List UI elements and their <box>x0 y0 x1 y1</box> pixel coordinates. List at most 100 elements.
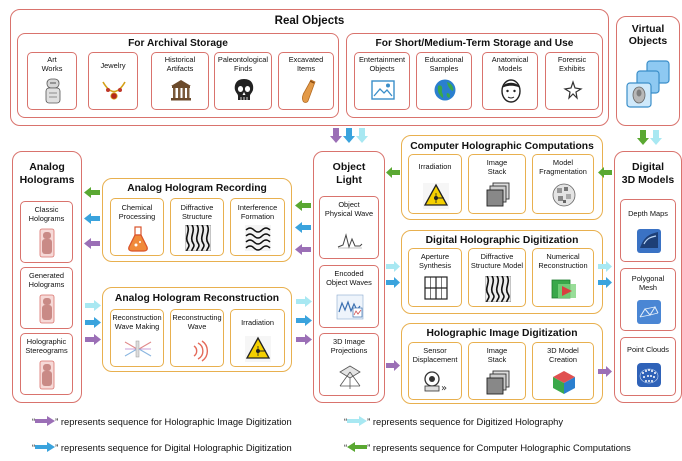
forensic-exhibits-label: Forensic Exhibits <box>557 55 587 73</box>
legend-quote-open: “ <box>32 416 36 427</box>
mesh-icon <box>637 300 661 324</box>
legend-text: represents sequence for Holographic Imag… <box>58 416 292 427</box>
legend-item-digital-holographic-digitization: “ ” represents sequence for Digital Holog… <box>32 442 292 453</box>
educational-samples-label: Educational Samples <box>424 55 464 73</box>
3d-image-projections-label: 3D Image Projections <box>330 337 368 355</box>
picture-icon <box>371 80 395 100</box>
reconstruction-icon <box>551 279 576 299</box>
generated-holograms-card: Generated Holograms <box>20 267 73 329</box>
model-fragmentation-label: Model Fragmentation <box>539 158 587 176</box>
numerical-reconstruction-label: Numerical Reconstruction <box>538 252 588 270</box>
legend-quote-close: ” <box>55 416 59 427</box>
temple-icon <box>171 80 191 101</box>
arrow-blue-right <box>85 317 101 328</box>
interference-formation-card: Interference Formation <box>230 198 285 256</box>
holographic-image-digitization-title: Holographic Image Digitization <box>426 328 578 339</box>
entertainment-objects-card: Entertainment Objects <box>354 52 410 110</box>
3d-model-creation-label: 3D Model Creation <box>547 346 579 364</box>
legend-purple-arrow-icon <box>35 416 56 426</box>
jewelry-card: Jewelry <box>88 52 138 110</box>
image-stack-comp-card: Image Stack <box>468 154 526 214</box>
classic-holograms-label: Classic Holograms <box>28 205 65 223</box>
laser-icon <box>245 336 271 362</box>
encoded-wave-icon <box>336 294 364 320</box>
arrow-green-down <box>637 130 649 145</box>
irradiation-comp-label: Irradiation <box>418 162 452 171</box>
object-physical-wave-label: Object Physical Wave <box>324 200 374 218</box>
statue-icon <box>45 78 61 104</box>
legend-text: represents sequence for Computer Hologra… <box>370 442 631 453</box>
real-objects-title: Real Objects <box>274 15 345 27</box>
reconstructing-wave-label: Reconstructing Wave <box>172 313 222 331</box>
anatomical-models-card: Anatomical Models <box>482 52 538 110</box>
depth-maps-label: Depth Maps <box>628 209 668 218</box>
arrow-green-left <box>84 187 100 198</box>
legend-item-holographic-image-digitization: “ ” represents sequence for Holographic I… <box>32 416 292 427</box>
interference-formation-label: Interference Formation <box>237 203 278 221</box>
chemical-processing-card: Chemical Processing <box>110 198 164 256</box>
sensor-displacement-card: Sensor Displacement » <box>408 342 462 400</box>
fragment-icon <box>552 183 576 207</box>
historical-artifacts-label: Historical Artifacts <box>164 55 196 73</box>
projection-icon <box>339 365 361 389</box>
arrow-purple-down <box>330 128 342 143</box>
arrow-blue-right <box>598 277 612 288</box>
arrow-blue-right <box>386 277 400 288</box>
depth-maps-card: Depth Maps <box>620 199 676 262</box>
legend-blue-arrow-icon <box>35 442 56 452</box>
arrow-cyan-right <box>386 261 400 272</box>
arrow-blue-right <box>296 315 312 326</box>
arrow-green-left <box>386 167 400 178</box>
polygonal-mesh-card: Polygonal Mesh <box>620 268 676 331</box>
legend-quote-close: ” <box>367 416 371 427</box>
model-fragmentation-card: Model Fragmentation <box>532 154 594 214</box>
cube-icon <box>553 371 575 394</box>
anatomical-models-label: Anatomical Models <box>491 55 529 73</box>
arrow-green-left <box>598 167 612 178</box>
wave-icon <box>193 340 208 362</box>
point-cloud-icon <box>637 363 661 387</box>
image-stack-digitization-card: Image Stack <box>468 342 526 400</box>
interference-icon <box>245 225 271 251</box>
flask-icon <box>128 226 148 252</box>
arrow-purple-right <box>296 334 312 345</box>
art-works-card: Art Works <box>27 52 77 110</box>
face-icon <box>501 79 521 103</box>
virtual-objects-title: Virtual Objects <box>628 23 668 47</box>
fingerprint-icon <box>563 80 583 100</box>
encoded-object-waves-card: Encoded Object Waves <box>319 265 379 328</box>
arrow-blue-left <box>295 222 311 233</box>
historical-artifacts-card: Historical Artifacts <box>151 52 209 110</box>
globe-icon <box>434 79 456 101</box>
polygonal-mesh-label: Polygonal Mesh <box>631 274 665 292</box>
legend-text: represents sequence for Digitized Hologr… <box>370 416 564 427</box>
legend-quote-close: ” <box>55 442 59 453</box>
encoded-object-waves-label: Encoded Object Waves <box>326 269 372 287</box>
legend-text: represents sequence for Digital Holograp… <box>58 442 292 453</box>
legend-item-digitized-holography: “” represents sequence for Digitized Hol… <box>344 416 563 427</box>
digital-holographic-digitization-title: Digital Holographic Digitization <box>425 235 579 246</box>
arrow-purple-left <box>295 244 311 255</box>
digital-3d-models-title: Digital 3D Models <box>621 161 675 186</box>
arrow-blue-left <box>84 213 100 224</box>
legend-quote-open: “ <box>32 442 36 453</box>
wave-chart-icon <box>336 227 364 251</box>
arrow-purple-right <box>85 334 101 345</box>
analog-holograms-title: Analog Holograms <box>19 161 75 186</box>
forensic-exhibits-card: Forensic Exhibits <box>545 52 599 110</box>
hologram-statue-icon <box>39 360 55 390</box>
excavated-items-label: Excavated Items <box>288 55 324 73</box>
arrow-purple-right <box>386 360 400 371</box>
short-term-storage-title: For Short/Medium-Term Storage and Use <box>375 38 574 49</box>
art-works-label: Art Works <box>41 55 63 73</box>
holographic-stereograms-label: Holographic Stereograms <box>25 337 68 355</box>
legend-cyan-arrow-icon <box>347 416 368 426</box>
arrow-cyan-down <box>356 128 368 143</box>
point-clouds-label: Point Clouds <box>627 345 669 354</box>
irradiation-recon-label: Irradiation <box>241 318 274 327</box>
arrow-purple-right <box>598 366 612 377</box>
depth-map-icon <box>637 229 661 253</box>
irradiation-recon-card: Irradiation <box>230 309 285 367</box>
irradiation-comp-card: Irradiation <box>408 154 462 214</box>
fringe-pattern-icon <box>485 276 511 302</box>
